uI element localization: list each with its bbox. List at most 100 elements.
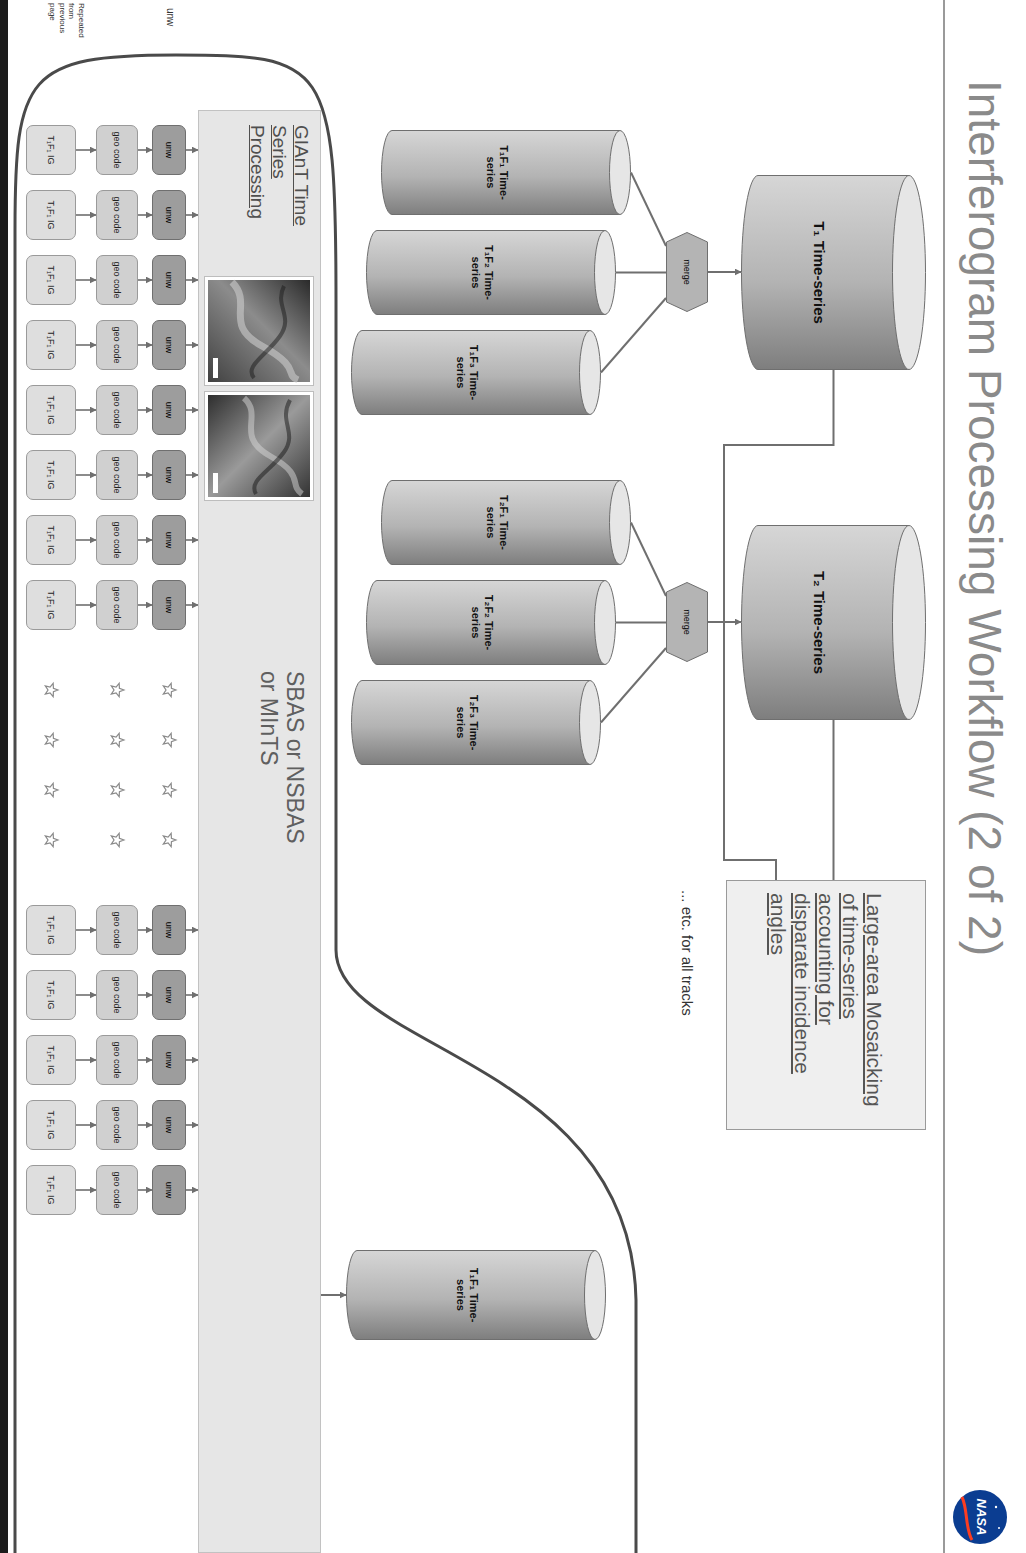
cylinder-cap: [580, 681, 601, 765]
cylinder-label: T₁ Time-series: [811, 221, 828, 324]
connector-arrow: [76, 604, 96, 606]
connector-arrow: [138, 929, 152, 931]
box-label: geo code: [112, 1171, 122, 1208]
footer-bar: [0, 0, 8, 1553]
unwrapped-box: unw: [152, 1035, 186, 1085]
image-texture: [254, 400, 290, 494]
connector-line: [616, 272, 666, 274]
ellipsis-star: [111, 833, 124, 846]
box-label: geo code: [112, 976, 122, 1013]
geocode-box: geo code: [96, 385, 138, 435]
scale-bar: [213, 473, 218, 493]
slide-title: Interferogram Processing Workflow (2 of …: [956, 80, 1014, 956]
box-label: unw: [164, 207, 174, 224]
mosaic-box: Large-area Mosaicking of time-series acc…: [726, 880, 926, 1130]
header-rule: [943, 0, 945, 1553]
connector-arrow: [76, 539, 96, 541]
box-label: T₁F₁ IG: [46, 460, 56, 489]
box-label: unw: [164, 1182, 174, 1199]
connector-line: [601, 648, 666, 723]
connector-arrow: [186, 539, 198, 541]
geocode-box: geo code: [96, 320, 138, 370]
box-label: unw: [164, 532, 174, 549]
timeseries-cylinder: T₁F₂ Time-series: [366, 230, 616, 315]
ellipsis-star: [45, 733, 58, 746]
note-label: Repeated from previous page: [48, 3, 86, 48]
connector-line: [601, 298, 666, 373]
cylinder-body: [347, 1251, 596, 1340]
interferogram-box: T₁F₁ IG: [26, 190, 76, 240]
box-label: geo code: [112, 586, 122, 623]
interferogram-box: T₁F₁ IG: [26, 450, 76, 500]
connector-arrow: [186, 344, 198, 346]
ellipsis-star: [163, 733, 176, 746]
connector-arrow: [186, 1059, 198, 1061]
unwrapped-box: unw: [152, 190, 186, 240]
geocode-box: geo code: [96, 1035, 138, 1085]
merge-tag: merge: [666, 232, 708, 312]
cylinder-body: [382, 481, 621, 565]
interferogram-box: T₁F₁ IG: [26, 580, 76, 630]
box-label: geo code: [112, 521, 122, 558]
interferogram-box: T₁F₁ IG: [26, 1035, 76, 1085]
box-label: geo code: [112, 911, 122, 948]
interferogram-box: T₁F₁ IG: [26, 320, 76, 370]
connector-line: [631, 173, 666, 247]
unwrapped-box: unw: [152, 970, 186, 1020]
connector-arrow: [138, 409, 152, 411]
connector-arrow: [138, 1124, 152, 1126]
connector-arrow: [186, 604, 198, 606]
timeseries-cylinder: T₁ Time-series: [741, 175, 926, 370]
image-frame: [205, 277, 314, 386]
connector-arrow: [186, 279, 198, 281]
box-label: unw: [164, 467, 174, 484]
box-label: T₁F₁ IG: [46, 135, 56, 164]
connector-arrow: [138, 344, 152, 346]
unwrapped-box: unw: [152, 450, 186, 500]
interferogram-image: [208, 395, 310, 497]
connector-arrow: [186, 929, 198, 931]
geocode-box: geo code: [96, 190, 138, 240]
ellipsis-star: [45, 683, 58, 696]
box-label: geo code: [112, 456, 122, 493]
box-label: unw: [164, 597, 174, 614]
logo-star: [995, 1506, 997, 1508]
ellipsis-star: [163, 833, 176, 846]
box-label: T₁F₁ IG: [46, 1175, 56, 1204]
unwrapped-box: unw: [152, 125, 186, 175]
connector-arrow: [138, 604, 152, 606]
connector-line: [631, 523, 666, 597]
cylinder-cap: [893, 526, 926, 720]
geocode-box: geo code: [96, 1165, 138, 1215]
connector-arrow: [138, 994, 152, 996]
cylinder-label: T₁F₁ Time-series: [484, 134, 509, 211]
tag-label: merge: [682, 259, 692, 285]
connector-arrow: [708, 271, 741, 273]
note-label: ... etc. for all tracks: [678, 890, 696, 1170]
merge-tag: merge: [666, 582, 708, 662]
box-label: T₁F₁ IG: [46, 1045, 56, 1074]
logo-text: NASA: [973, 1490, 989, 1544]
cylinder-cap: [610, 131, 631, 215]
logo-swoosh: [962, 1497, 972, 1540]
ellipsis-star: [163, 783, 176, 796]
cylinder-label: T₂F₁ Time-series: [484, 484, 509, 561]
panel-label: SBAS or NSBAS or MInTS: [255, 671, 308, 861]
cylinder-label: T₂F₂ Time-series: [469, 584, 494, 661]
connector-arrow: [76, 279, 96, 281]
cylinder-body: [742, 176, 910, 370]
column-label: unw: [164, 8, 176, 38]
unwrapped-box: unw: [152, 255, 186, 305]
connector-arrow: [186, 214, 198, 216]
cylinder-label: T₁F₃ Time-series: [454, 334, 479, 411]
ellipsis-star: [111, 733, 124, 746]
box-label: T₁F₁ IG: [46, 200, 56, 229]
box-label: unw: [164, 142, 174, 159]
connector-arrow: [76, 1124, 96, 1126]
geocode-box: geo code: [96, 125, 138, 175]
panel-label: GIAnT Time Series Processing: [246, 125, 312, 259]
connector-arrow: [76, 474, 96, 476]
unwrapped-box: unw: [152, 905, 186, 955]
box-label: geo code: [112, 326, 122, 363]
